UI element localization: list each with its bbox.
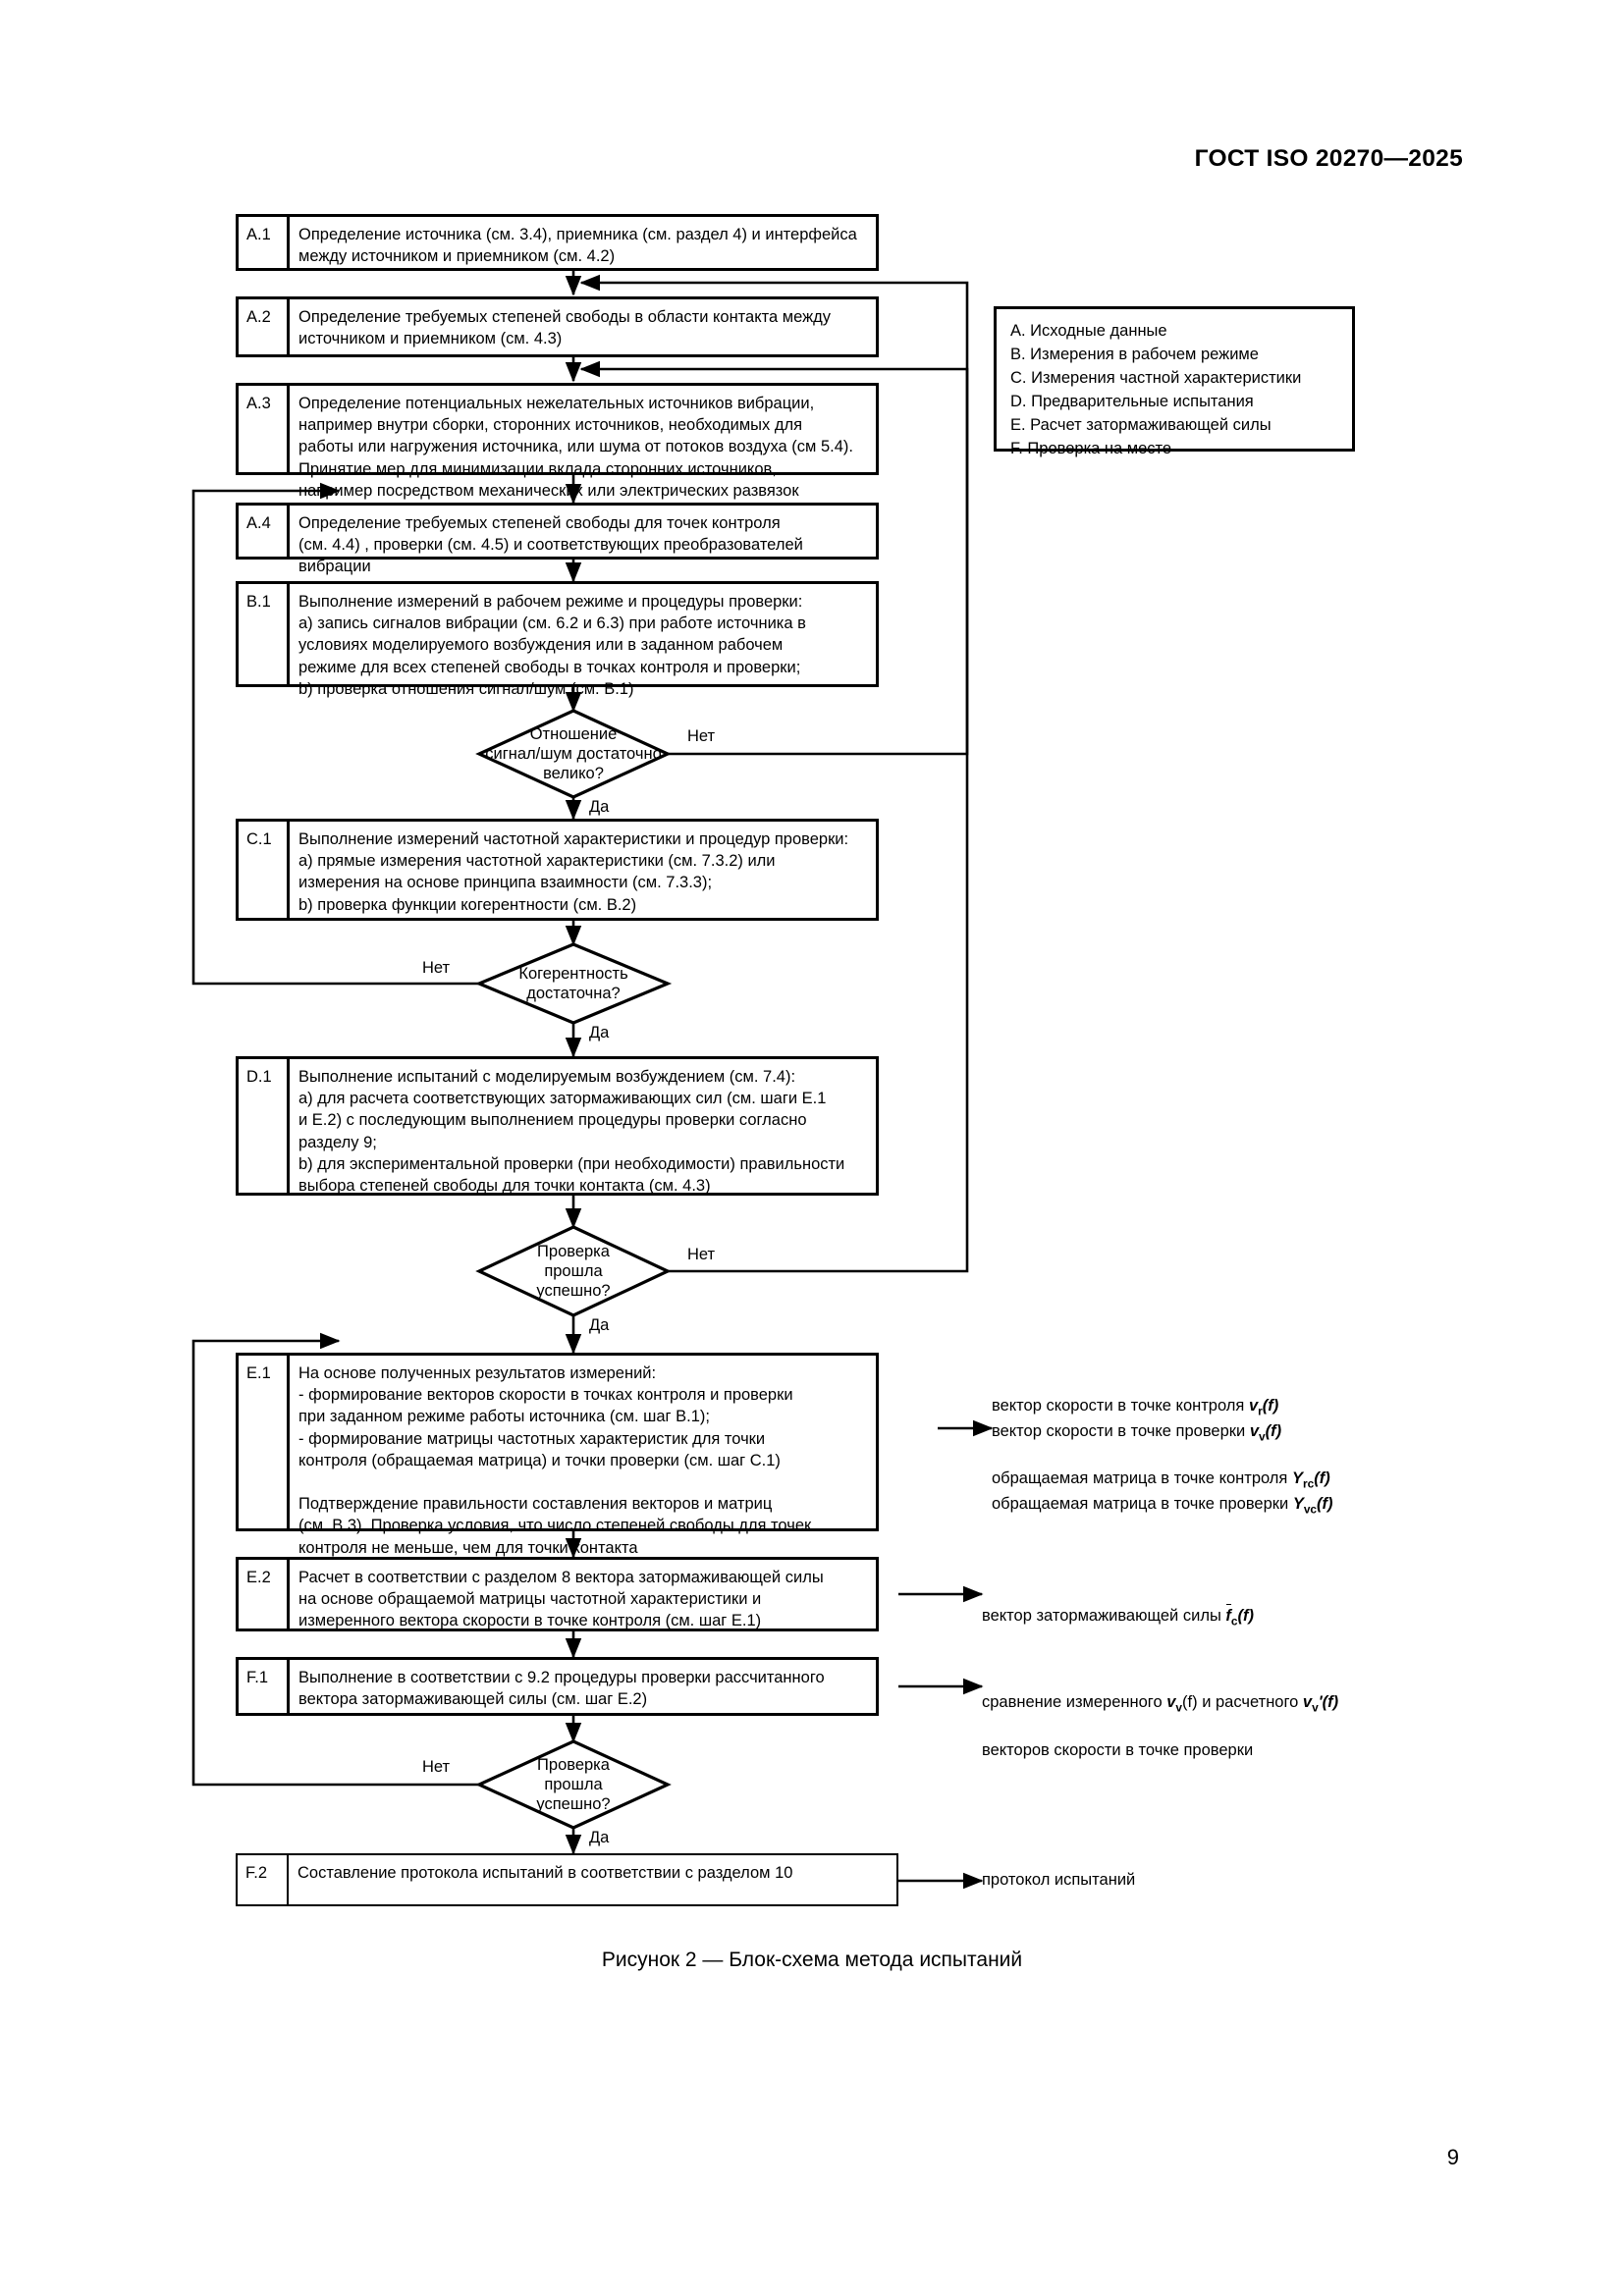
process-text-b1: Выполнение измерений в рабочем режиме и … (298, 593, 806, 698)
decision-check2-shape (475, 1739, 672, 1830)
decision-snr-yes-label: Да (589, 798, 610, 816)
annotation-f1-comparison-text: сравнение измеренного (982, 1693, 1167, 1712)
process-tag-e2: E.2 (239, 1560, 290, 1629)
annotation-f1-comparison-text2: векторов скорости в точке проверки (982, 1741, 1254, 1759)
decision-coherence[interactable]: Когерентность достаточна? (479, 944, 668, 1023)
process-text-e2: Расчет в соответствии с разделом 8 векто… (298, 1569, 824, 1630)
decision-coherence-shape (474, 942, 673, 1025)
symbol-v-v-measured: vv (1166, 1693, 1183, 1715)
symbol-v-v-computed: vv'(f) (1302, 1693, 1339, 1715)
annotation-f1-comparison: сравнение измеренного vv(f) и расчетного… (982, 1693, 1339, 1759)
process-box-a4[interactable]: A.4 Определение требуемых степеней свобо… (236, 503, 879, 576)
annotation-f2-report: протокол испытаний (982, 1871, 1136, 1889)
process-tag-a3: A.3 (239, 386, 290, 472)
annotation-e2-blocked-force: вектор затормаживающей силы fc(f) (982, 1582, 1414, 1630)
process-text-a2: Определение требуемых степеней свободы в… (298, 308, 832, 348)
decision-snr-shape (475, 709, 672, 799)
decision-coherence-yes-label: Да (589, 1024, 610, 1041)
decision-snr-no-label: Нет (687, 727, 716, 745)
stage-legend: A. Исходные данные B. Измерения в рабоче… (994, 306, 1355, 457)
decision-check-1-no-label: Нет (687, 1246, 716, 1263)
process-text-d1: Выполнение испытаний с моделируемым возб… (298, 1068, 845, 1195)
process-box-a1[interactable]: A.1 Определение источника (см. 3.4), при… (236, 214, 879, 271)
annotation-e1-matrix-validation: обращаемая матрица в точке проверки Yvc(… (992, 1470, 1424, 1519)
process-text-a1: Определение источника (см. 3.4), приемни… (298, 226, 857, 266)
symbol-y-vc: Yvc(f) (1292, 1495, 1333, 1517)
figure-caption: Рисунок 2 — Блок-схема метода испытаний (601, 1949, 1023, 1971)
annotation-e1-velocity-validation-text: вектор скорости в точке проверки (992, 1422, 1250, 1441)
process-tag-a2: A.2 (239, 299, 290, 354)
symbol-v-v: vv(f) (1249, 1422, 1282, 1444)
process-text-e1: На основе полученных результатов измерен… (298, 1364, 812, 1557)
decision-coherence-no-label: Нет (422, 959, 451, 977)
decision-snr[interactable]: Отношение сигнал/шум достаточно велико? (479, 711, 668, 797)
process-box-e2[interactable]: E.2 Расчет в соответствии с разделом 8 в… (236, 1557, 879, 1631)
process-text-a4: Определение требуемых степеней свободы д… (298, 514, 803, 576)
decision-check-2-label: Проверка прошла успешно? (536, 1755, 611, 1814)
process-tag-a4: A.4 (239, 506, 290, 557)
process-text-f2: Составление протокола испытаний в соотве… (298, 1864, 793, 1882)
process-text-a3: Определение потенциальных нежелательных … (298, 395, 853, 500)
annotation-e1-velocity-validation: вектор скорости в точке проверки vv(f) (992, 1398, 1424, 1446)
process-box-f2[interactable]: F.2 Составление протокола испытаний в со… (236, 1853, 898, 1906)
symbol-f-c: fc(f) (1225, 1604, 1254, 1629)
process-box-b1[interactable]: B.1 Выполнение измерений в рабочем режим… (236, 581, 879, 698)
process-tag-e1: E.1 (239, 1356, 290, 1528)
decision-snr-label: Отношение сигнал/шум достаточно велико? (485, 724, 662, 783)
process-tag-f1: F.1 (239, 1660, 290, 1713)
decision-check-2-no-label: Нет (422, 1758, 451, 1776)
decision-check-2-yes-label: Да (589, 1829, 610, 1846)
decision-check-2[interactable]: Проверка прошла успешно? (479, 1741, 668, 1828)
symbol-v-r: vr(f) (1248, 1397, 1279, 1418)
decision-check1-shape (475, 1225, 672, 1317)
process-box-f1[interactable]: F.1 Выполнение в соответствии с 9.2 проц… (236, 1657, 879, 1716)
process-tag-c1: C.1 (239, 822, 290, 918)
symbol-y-rc: Yrc(f) (1291, 1469, 1330, 1491)
process-tag-f2: F.2 (238, 1855, 289, 1904)
annotation-e1-matrix-control: обращаемая матрица в точке контроля Yrc(… (992, 1445, 1424, 1493)
process-text-f1: Выполнение в соответствии с 9.2 процедур… (298, 1669, 825, 1709)
annotation-e1-velocity-control-text: вектор скорости в точке контроля (992, 1397, 1249, 1415)
decision-check-1-label: Проверка прошла успешно? (536, 1242, 611, 1301)
process-box-a3[interactable]: A.3 Определение потенциальных нежелатель… (236, 383, 879, 500)
decision-check-1[interactable]: Проверка прошла успешно? (479, 1227, 668, 1315)
process-box-c1[interactable]: C.1 Выполнение измерений частотной харак… (236, 819, 879, 921)
process-box-d1[interactable]: D.1 Выполнение испытаний с моделируемым … (236, 1056, 879, 1196)
decision-coherence-label: Когерентность достаточна? (518, 964, 628, 1002)
annotation-e2-blocked-force-text: вектор затормаживающей силы (982, 1607, 1226, 1626)
page-number: 9 (1446, 2145, 1459, 2169)
process-tag-d1: D.1 (239, 1059, 290, 1193)
decision-check-1-yes-label: Да (589, 1316, 610, 1334)
annotation-e1-velocity-control: вектор скорости в точке контроля vr(f) (992, 1372, 1424, 1420)
process-text-c1: Выполнение измерений частотной характери… (298, 830, 849, 914)
process-tag-a1: A.1 (239, 217, 290, 268)
process-tag-b1: B.1 (239, 584, 290, 684)
process-box-e1[interactable]: E.1 На основе полученных результатов изм… (236, 1353, 879, 1557)
process-box-a2[interactable]: A.2 Определение требуемых степеней свобо… (236, 296, 879, 357)
standard-title: ГОСТ ISO 20270—2025 (1194, 145, 1463, 172)
annotation-e1-matrix-control-text: обращаемая матрица в точке контроля (992, 1469, 1292, 1488)
annotation-e1-matrix-validation-text: обращаемая матрица в точке проверки (992, 1495, 1293, 1514)
